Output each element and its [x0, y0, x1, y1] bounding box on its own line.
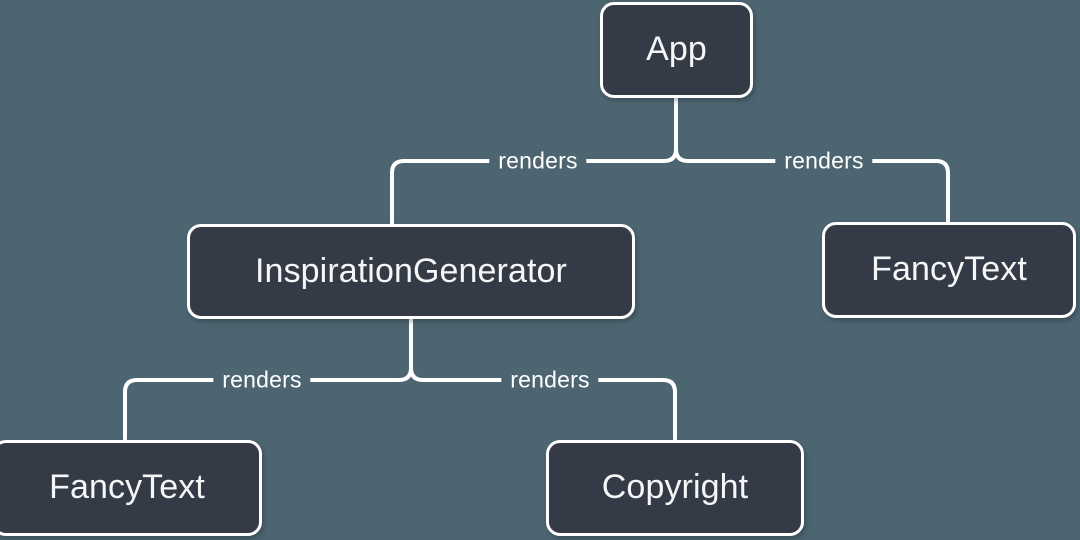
node-fancytext-left-label: FancyText: [49, 468, 205, 506]
edge-label-app-to-inspiration-generator: renders: [489, 149, 587, 173]
edge-label-inspiration-generator-to-copyright: renders: [501, 368, 599, 392]
node-copyright-label: Copyright: [601, 468, 749, 506]
node-app-label: App: [646, 30, 707, 68]
node-fancytext-right[interactable]: FancyText: [822, 222, 1076, 318]
node-inspiration-generator[interactable]: InspirationGenerator: [187, 224, 635, 319]
node-copyright[interactable]: Copyright: [546, 440, 804, 536]
node-fancytext-right-label: FancyText: [871, 250, 1027, 288]
edge-label-app-to-fancytext-right: renders: [775, 149, 873, 173]
edge-label-inspiration-generator-to-fancytext-left: renders: [213, 368, 311, 392]
node-fancytext-left[interactable]: FancyText: [0, 440, 262, 536]
node-app[interactable]: App: [600, 2, 753, 98]
node-inspiration-generator-label: InspirationGenerator: [255, 251, 567, 290]
